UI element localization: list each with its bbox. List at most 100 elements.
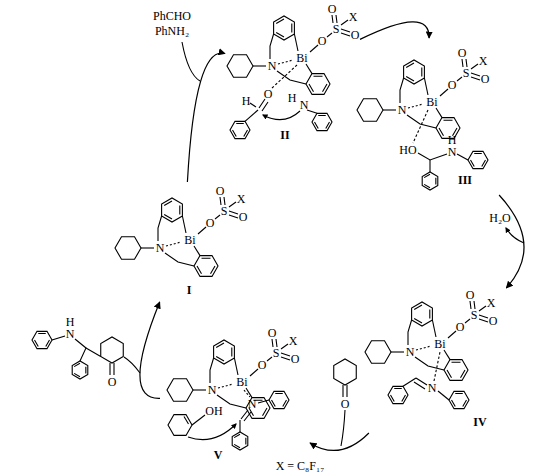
product-bonds <box>52 336 65 340</box>
atom-label: N <box>248 398 257 411</box>
compound-number: III <box>458 173 472 187</box>
benzene-ring <box>388 386 408 403</box>
substrate-bonds <box>250 103 256 107</box>
atom-label: Bi <box>236 376 247 389</box>
branch-line <box>182 42 524 243</box>
atom-label: Bi <box>426 96 437 109</box>
atom-label: O <box>351 29 360 42</box>
reagent-label: PhCHO PhNH₂ <box>147 9 197 39</box>
substrate-bonds <box>192 415 205 425</box>
atom-label: OH <box>205 405 222 418</box>
substrate-bonds <box>244 390 250 397</box>
atom-label: O <box>489 315 498 328</box>
benzene-ring <box>468 151 488 168</box>
atom-label: O <box>458 47 467 60</box>
atom-label: X <box>289 335 298 348</box>
atom-label: O <box>258 359 267 372</box>
substrate-bonds <box>457 154 468 160</box>
atom-label: Bi <box>296 52 307 65</box>
complex-node: IV <box>362 288 520 433</box>
atom-label: O <box>456 321 465 334</box>
complex-node: V <box>160 325 310 465</box>
atom-label: O <box>448 79 457 92</box>
atom-label: N <box>398 104 407 117</box>
substrate-bonds <box>413 110 428 143</box>
atom-label: S <box>333 23 340 36</box>
note-text: X = C₈F₁₇ <box>276 460 325 473</box>
bismuth-ligand <box>115 198 218 276</box>
atom-label: X <box>479 55 488 68</box>
atom-label: Bi <box>434 338 445 351</box>
product-bonds <box>86 348 101 357</box>
benzene-ring <box>72 361 88 379</box>
cyclohexane-ring <box>334 359 357 385</box>
product-bonds <box>75 339 86 361</box>
compound-number: V <box>214 448 223 462</box>
substrate-bonds <box>434 352 440 381</box>
atom-label: O <box>466 289 475 302</box>
substrate-bonds <box>184 390 269 440</box>
atom-label: S <box>463 67 470 80</box>
benzene-ring <box>269 391 289 408</box>
atom-label: O <box>264 88 273 101</box>
atom-label: H <box>242 95 251 108</box>
substrate-bonds <box>341 385 347 446</box>
product-bonds <box>52 336 140 375</box>
reaction-arrow <box>499 195 524 288</box>
atom-label: N <box>448 146 457 159</box>
sulfonate-bonds <box>448 301 488 338</box>
substrate-bonds <box>245 110 258 121</box>
atom-label: Bi <box>184 234 195 247</box>
atom-label: HO <box>399 144 416 157</box>
atom-label: O <box>239 211 248 224</box>
atom-label: X <box>487 297 496 310</box>
atom-label: H <box>288 92 297 105</box>
atom-label: S <box>273 347 280 360</box>
bismuth-ligand <box>365 302 468 380</box>
cyclohexene-ring <box>168 415 192 436</box>
atom-label: S <box>471 309 478 322</box>
substrate-bonds <box>241 410 251 421</box>
benzene-ring <box>32 331 52 348</box>
substrate-bonds <box>263 111 300 120</box>
sulfonate-bonds <box>310 15 350 52</box>
reaction-arrow <box>360 22 429 40</box>
atom-label: N <box>156 242 165 255</box>
atom-label: N <box>428 382 437 395</box>
benzene-ring <box>449 391 469 408</box>
substrate-bonds <box>343 385 347 397</box>
complex-node: II <box>225 0 360 145</box>
branch-line <box>506 228 524 243</box>
product-bonds <box>110 363 114 375</box>
substrate-bonds <box>341 410 345 446</box>
substrate-bonds <box>239 420 240 432</box>
atom-label: O <box>328 3 337 16</box>
bismuth-ligand <box>167 340 270 418</box>
substrate-bonds <box>258 400 269 403</box>
benzene-ring <box>230 121 250 138</box>
substrate-bonds <box>414 378 427 389</box>
atom-label: N <box>406 346 415 359</box>
substrate-bonds <box>188 424 236 440</box>
reagent-label: H₂O <box>480 211 520 226</box>
atom-label: O <box>268 327 277 340</box>
atom-label: O <box>291 353 300 366</box>
atom-label: O <box>216 185 225 198</box>
cyclohexane-ring <box>101 337 124 363</box>
substrate-bonds <box>403 378 416 386</box>
substrate-bonds <box>184 417 189 425</box>
compound-number: IV <box>473 415 486 429</box>
branch-line <box>182 42 200 81</box>
substrate-bonds <box>418 153 447 160</box>
atom-label: N <box>268 60 277 73</box>
atom-label: N <box>66 328 75 341</box>
atom-label: O <box>481 73 490 86</box>
benzene-ring <box>312 113 332 130</box>
reaction-arrow <box>187 53 225 182</box>
benzene-ring <box>232 432 248 450</box>
sulfonate-bonds <box>440 59 480 96</box>
substrate-bonds <box>307 110 317 113</box>
reaction-arrow <box>310 433 369 450</box>
substrate-bonds <box>438 391 449 400</box>
atom-label: N <box>300 99 309 112</box>
